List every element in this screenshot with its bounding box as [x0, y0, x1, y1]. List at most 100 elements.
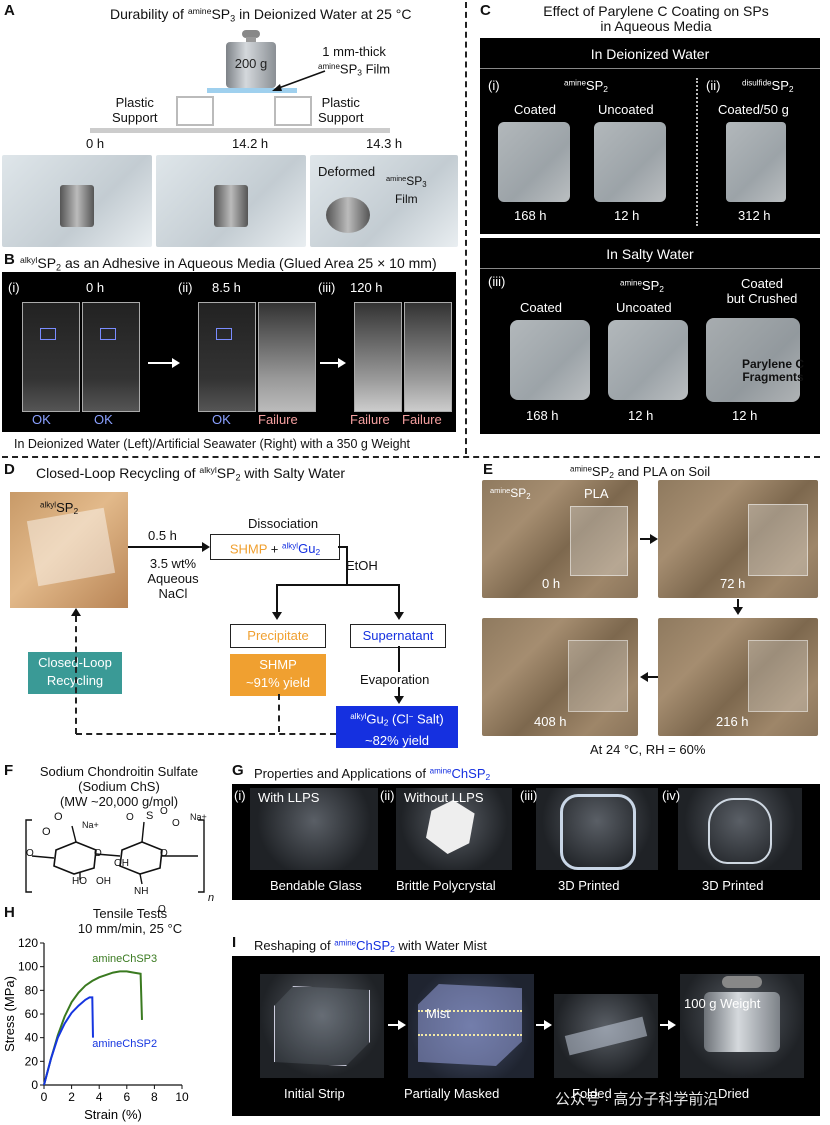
time-a-0: 0 h — [86, 136, 105, 151]
f-atom-o4: O — [160, 806, 168, 817]
c-rule-2 — [480, 268, 820, 269]
c-amine-top: amineSP2 — [564, 78, 608, 95]
support-left-shape — [176, 96, 214, 126]
d-products-box: SHMP + alkylGu2 — [210, 534, 340, 560]
panel-a-title: Durability of amineSP3 in Deionized Wate… — [110, 6, 412, 24]
panel-b-photo-area: (i) (ii) (iii) 0 h 8.5 h 120 h OK OK OK … — [2, 272, 456, 432]
c-salty-dish-coated — [510, 320, 590, 400]
c-sub-ii: (ii) — [706, 78, 721, 93]
d-dash-left — [75, 616, 77, 734]
panel-c-salty: In Salty Water (iii) amineSP2 Coated Unc… — [480, 238, 820, 434]
f-atom-o6: O — [94, 848, 102, 859]
i-caption-3: Folded — [572, 1086, 612, 1101]
series-line-1 — [43, 996, 94, 1086]
status-b4: Failure — [258, 412, 298, 427]
panel-g-photo-area: (i) With LLPS (ii) Without LLPS (iii) (i… — [232, 784, 820, 900]
x-tick-label: 8 — [151, 1090, 158, 1104]
panel-d-label: D — [4, 461, 15, 478]
d-supernatant-box: Supernatant — [350, 624, 446, 648]
c-rule-1 — [480, 68, 820, 69]
d-line-split — [276, 584, 400, 586]
i-arrow-2-head — [544, 1020, 552, 1030]
e-arrow-1-head — [650, 534, 658, 544]
beaker-b4 — [258, 302, 316, 412]
c-coated-bottom: Coated — [520, 300, 562, 315]
y-tick-label: 100 — [18, 960, 38, 974]
f-title: Sodium Chondroitin Sulfate(Sodium ChS)(M… — [39, 764, 199, 809]
f-structure — [25, 819, 205, 893]
c-amine-bottom: amineSP2 — [620, 278, 664, 295]
e-time-2: 408 h — [534, 714, 567, 729]
f-atom-ho: HO — [72, 876, 87, 887]
g-caption-2: Brittle Polycrystal — [396, 878, 496, 893]
b-sub-ii: (ii) — [178, 280, 193, 295]
g-sub-i: (i) — [234, 788, 246, 803]
b-arrow-1 — [148, 362, 174, 364]
x-tick-label: 2 — [68, 1090, 75, 1104]
f-atom-na1: Na+ — [82, 820, 99, 830]
c-deionized-title: In Deionized Water — [590, 46, 710, 62]
x-tick-label: 6 — [123, 1090, 130, 1104]
photo-a-14-3h — [310, 155, 458, 247]
beaker-b3 — [198, 302, 256, 412]
film-arrow — [272, 70, 326, 91]
f-atom-nh: NH — [134, 886, 149, 897]
e-photo-408h: 408 h — [482, 618, 638, 736]
c-salty-dish-uncoated — [608, 320, 688, 400]
i-caption-1: Initial Strip — [284, 1086, 345, 1101]
d-gu-yield: alkylGu2 (Cl− Salt)~82% yield — [336, 706, 458, 748]
e-arrow-3 — [648, 676, 658, 678]
b-arrow-2 — [320, 362, 340, 364]
water-level-bar — [90, 128, 390, 133]
c-divider-dotted — [696, 78, 698, 226]
e-time-0: 0 h — [542, 576, 561, 591]
i-caption-4: Dried — [718, 1086, 750, 1101]
b-arrow-1-head — [172, 358, 180, 368]
panel-f-label: F — [4, 762, 14, 779]
c-uncoated-bottom: Uncoated — [616, 300, 672, 315]
c-time-bottom-1: 12 h — [628, 408, 654, 423]
panel-i-title: Reshaping of amineChSP2 with Water Mist — [254, 938, 487, 955]
e-arrow-3-head — [640, 672, 648, 682]
f-atom-o2: O — [42, 826, 51, 838]
deformed-label: Deformed — [318, 164, 376, 179]
d-etoh: EtOH — [346, 558, 378, 573]
e-arrow-1 — [640, 538, 652, 540]
i-photo-3 — [554, 994, 658, 1078]
c-dish-coated — [498, 122, 570, 202]
c-coated50: Coated/50 g — [718, 102, 789, 117]
f-atom-o3: O — [126, 812, 134, 823]
i-weight: 100 g Weight — [684, 996, 761, 1011]
f-atom-oh1: OH — [96, 876, 111, 887]
support-right-shape — [274, 96, 312, 126]
e-tag-sp: amineSP2 — [490, 486, 531, 502]
panel-d-title: Closed-Loop Recycling of alkylSP2 with S… — [36, 465, 346, 483]
panel-b-caption: In Deionized Water (Left)/Artificial Sea… — [14, 437, 411, 451]
f-atom-o7: O — [26, 848, 34, 859]
i-photo-4 — [680, 974, 804, 1078]
e-time-1: 72 h — [720, 576, 746, 591]
x-tick-label: 10 — [175, 1090, 189, 1104]
panel-i-photo-area: Mist 100 g Weight Initial Strip Partiall… — [232, 956, 820, 1116]
status-b1: OK — [32, 412, 51, 427]
photo-a-14h — [156, 155, 306, 247]
time-a-2: 14.3 h — [366, 136, 403, 151]
panel-a-label: A — [4, 2, 15, 19]
i-mist: Mist — [426, 1006, 450, 1021]
weight-label: 200 g — [234, 56, 268, 71]
f-atom-o5: O — [172, 818, 180, 829]
d-dash-arrow-head — [71, 608, 81, 616]
d-line-1 — [338, 546, 348, 548]
d-arrow-main — [128, 546, 206, 548]
beaker-b6 — [404, 302, 452, 412]
panel-e-title: amineSP2 and PLA on Soil — [570, 464, 711, 481]
f-atom-oh2: OH — [114, 858, 129, 869]
x-axis-label: Strain (%) — [84, 1107, 142, 1122]
d-time: 0.5 h — [148, 528, 177, 543]
d-dissociation: Dissociation — [248, 516, 319, 531]
d-shmp-yield: SHMP~91% yield — [230, 654, 326, 696]
e-photo-216h: 216 h — [658, 618, 818, 736]
d-material-label: alkylSP2 — [40, 500, 79, 517]
